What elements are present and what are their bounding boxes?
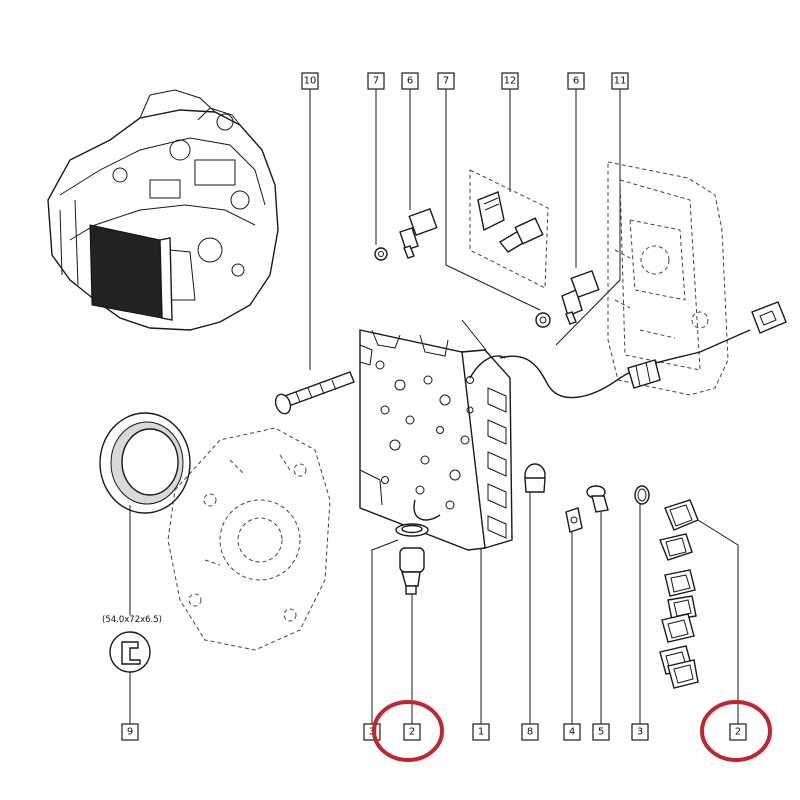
- callout-8: 8: [521, 723, 539, 741]
- callout-6-top-left: 6: [401, 72, 419, 210]
- callout-9: 9: [121, 723, 139, 741]
- svg-text:3: 3: [637, 727, 643, 738]
- svg-text:5: 5: [598, 727, 604, 738]
- solenoid-valve-small: [395, 523, 429, 595]
- svg-text:3: 3: [369, 727, 375, 738]
- rear-cover-outline: [167, 427, 331, 651]
- solenoid-1: [664, 499, 699, 531]
- plug: [524, 463, 546, 725]
- callout-11: 11: [555, 72, 629, 346]
- wiring-harness: [499, 301, 787, 399]
- seal-ring: [99, 412, 191, 615]
- svg-text:7: 7: [443, 76, 449, 87]
- callout-2-bottom-right: 2: [729, 723, 747, 741]
- callout-7-top-right: 7: [437, 72, 541, 311]
- svg-text:6: 6: [407, 76, 413, 87]
- solenoid-2: [659, 533, 693, 561]
- screw: [586, 485, 609, 725]
- seal-dimension-label: (54.0x72x6.5): [102, 615, 162, 625]
- harness-connector: [751, 301, 787, 334]
- solenoid-5: [661, 613, 695, 643]
- speed-sensor-left: [374, 207, 438, 261]
- svg-text:10: 10: [304, 76, 317, 87]
- solenoid-stack: [659, 499, 739, 725]
- svg-text:6: 6: [573, 76, 579, 87]
- svg-text:9: 9: [127, 727, 133, 738]
- bolt: [274, 371, 355, 415]
- callouts-top: 10 7 6 7 12 6 11: [301, 72, 629, 370]
- speed-sensor-kit: [498, 217, 544, 253]
- gearbox-assembly-illustration: [47, 89, 279, 331]
- svg-text:1: 1: [478, 727, 484, 738]
- seal-dimension-group: (54.0x72x6.5): [102, 615, 162, 724]
- callout-5: 5: [592, 723, 610, 741]
- callout-10: 10: [301, 72, 319, 370]
- callout-1: 1: [472, 723, 490, 741]
- callout-3-bottom-right: 3: [631, 723, 649, 741]
- solenoid-3: [664, 569, 696, 597]
- retaining-ring: [634, 485, 650, 725]
- svg-text:12: 12: [504, 76, 517, 87]
- svg-text:2: 2: [735, 727, 741, 738]
- solenoid-7: [667, 659, 699, 689]
- svg-text:2: 2: [409, 727, 415, 738]
- hydraulic-valve-body: [359, 329, 513, 551]
- svg-text:7: 7: [373, 76, 379, 87]
- seal-profile-icon: [109, 631, 151, 673]
- highlight-markers: [372, 700, 772, 762]
- callout-4: 4: [563, 723, 581, 741]
- highlight-circle-left: [372, 700, 444, 762]
- transmission-case-outline: [607, 161, 729, 396]
- highlight-circle-right: [700, 700, 772, 762]
- svg-text:8: 8: [527, 727, 533, 738]
- svg-text:11: 11: [614, 76, 627, 87]
- callout-6-top-right: 6: [567, 72, 585, 268]
- callout-7-top-left: 7: [367, 72, 385, 245]
- callouts-bottom: 9 3 2 1 8 4 5 3: [121, 723, 747, 741]
- sensor-kit-outline: [469, 169, 549, 289]
- speed-sensor-right: [535, 269, 600, 328]
- solenoid-4: [667, 595, 697, 621]
- callout-12: 12: [501, 72, 519, 192]
- clip: [565, 507, 583, 725]
- callout-2-bottom-left: 2: [403, 723, 421, 741]
- callout-3-bottom-left: 3: [363, 723, 381, 741]
- svg-text:4: 4: [569, 727, 575, 738]
